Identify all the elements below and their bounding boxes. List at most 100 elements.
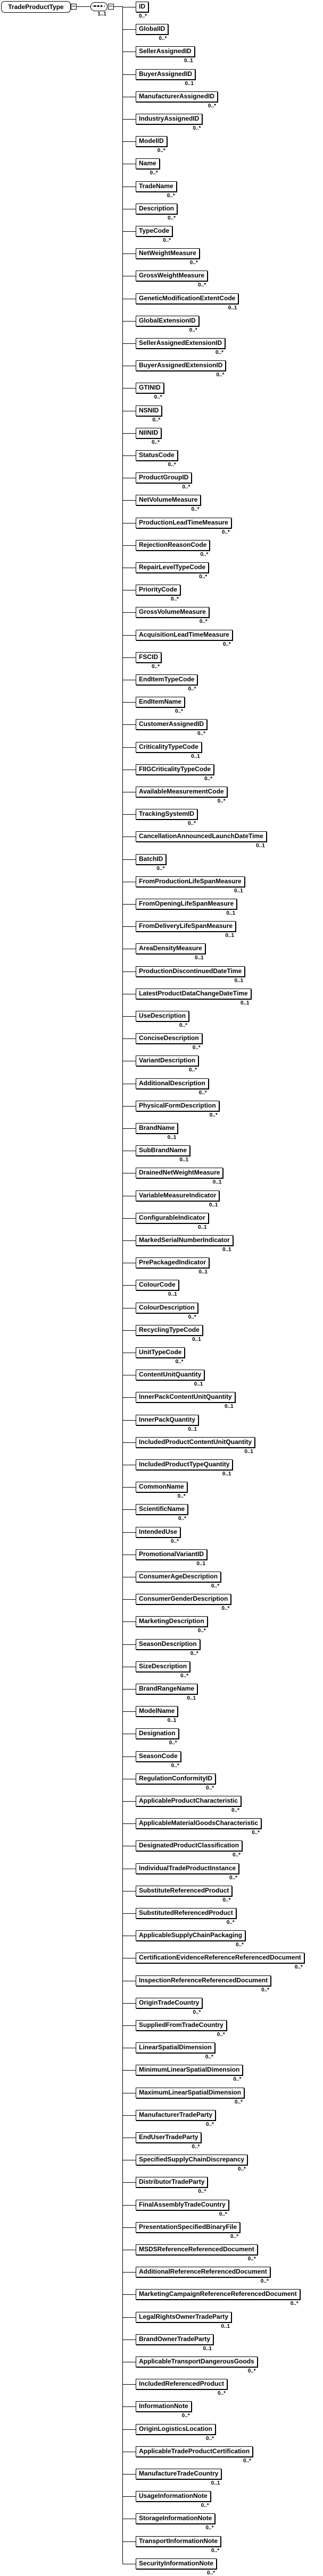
element-box[interactable]: RejectionReasonCode <box>136 540 210 551</box>
element-box[interactable]: GrossWeightMeasure <box>136 271 208 281</box>
element-box[interactable]: InspectionReferenceReferencedDocument <box>136 1975 271 1986</box>
sequence-icon[interactable] <box>90 2 107 11</box>
element-box[interactable]: FSCID <box>136 652 161 663</box>
element-box[interactable]: ApplicableProductCharacteristic <box>136 1796 242 1806</box>
element-box[interactable]: PresentationSpecifiedBinaryFile <box>136 2222 241 2233</box>
element-box[interactable]: SeasonCode <box>136 1751 181 1762</box>
root-type-box[interactable]: TradeProductType <box>1 1 71 13</box>
element-box[interactable]: SecurityInformationNote <box>136 2558 217 2569</box>
element-box[interactable]: UsageInformationNote <box>136 2491 211 2502</box>
element-box[interactable]: ManufacturerTradeParty <box>136 2110 216 2121</box>
element-box[interactable]: ManufactureTradeCountry <box>136 2469 222 2479</box>
element-box[interactable]: AcquisitionLeadTimeMeasure <box>136 630 233 640</box>
element-box[interactable]: MaximumLinearSpatialDimension <box>136 2088 245 2098</box>
element-box[interactable]: SizeDescription <box>136 1661 191 1672</box>
element-box[interactable]: SubstituteReferencedProduct <box>136 1886 233 1896</box>
element-box[interactable]: NetWeightMeasure <box>136 248 200 259</box>
element-box[interactable]: FIIGCriticalityTypeCode <box>136 764 214 775</box>
element-box[interactable]: MarketingCampaignReferenceReferencedDocu… <box>136 2289 300 2300</box>
element-box[interactable]: NIINID <box>136 428 161 438</box>
element-box[interactable]: AdditionalDescription <box>136 1078 209 1089</box>
element-box[interactable]: UnitTypeCode <box>136 1347 185 1358</box>
element-box[interactable]: Description <box>136 204 178 214</box>
element-box[interactable]: CriticalityTypeCode <box>136 742 202 753</box>
element-box[interactable]: MarkedSerialNumberIndicator <box>136 1235 233 1246</box>
element-box[interactable]: OriginLogisticsLocation <box>136 2424 216 2435</box>
element-box[interactable]: SeasonDescription <box>136 1639 200 1650</box>
element-box[interactable]: PhysicalFormDescription <box>136 1101 219 1111</box>
element-box[interactable]: Designation <box>136 1728 179 1739</box>
element-box[interactable]: SubBrandName <box>136 1145 191 1156</box>
element-box[interactable]: CancellationAnnouncedLaunchDateTime <box>136 831 267 842</box>
element-box[interactable]: ColourCode <box>136 1280 179 1290</box>
element-box[interactable]: AdditionalReferenceReferencedDocument <box>136 2267 270 2277</box>
element-box[interactable]: DrainedNetWeightMeasure <box>136 1168 223 1178</box>
element-box[interactable]: OriginTradeCountry <box>136 1998 203 2008</box>
element-box[interactable]: FromProductionLifeSpanMeasure <box>136 876 245 887</box>
element-box[interactable]: FinalAssemblyTradeCountry <box>136 2200 229 2210</box>
element-box[interactable]: ProductionDiscontinuedDateTime <box>136 966 245 977</box>
element-box[interactable]: ApplicableTransportDangerousGoods <box>136 2357 258 2367</box>
element-box[interactable]: RecyclingTypeCode <box>136 1325 203 1336</box>
element-box[interactable]: ConsumerGenderDescription <box>136 1594 231 1604</box>
element-box[interactable]: LatestProductDataChangeDateTime <box>136 989 251 999</box>
element-box[interactable]: MSDSReferenceReferencedDocument <box>136 2244 258 2255</box>
element-box[interactable]: NetVolumeMeasure <box>136 495 201 505</box>
element-box[interactable]: BrandRangeName <box>136 1684 198 1694</box>
element-box[interactable]: BrandOwnerTradeParty <box>136 2334 214 2345</box>
element-box[interactable]: FromDeliveryLifeSpanMeasure <box>136 921 236 932</box>
element-box[interactable]: ID <box>136 2 148 12</box>
element-box[interactable]: ConfigurableIndicator <box>136 1213 209 1223</box>
element-box[interactable]: VariantDescription <box>136 1055 199 1066</box>
element-box[interactable]: CertificationEvidenceReferenceReferenced… <box>136 1953 304 1963</box>
element-box[interactable]: GrossVolumeMeasure <box>136 607 209 618</box>
element-box[interactable]: SubstitutedReferencedProduct <box>136 1908 236 1919</box>
element-box[interactable]: ConciseDescription <box>136 1033 202 1044</box>
element-box[interactable]: VariableMeasureIndicator <box>136 1190 220 1201</box>
element-box[interactable]: SellerAssignedID <box>136 46 195 57</box>
element-box[interactable]: LinearSpatialDimension <box>136 2042 215 2053</box>
element-box[interactable]: ApplicableMaterialGoodsCharacteristic <box>136 1818 262 1829</box>
element-box[interactable]: MarketingDescription <box>136 1616 208 1627</box>
element-box[interactable]: StatusCode <box>136 450 178 461</box>
element-box[interactable]: IncludedProductTypeQuantity <box>136 1459 233 1470</box>
element-box[interactable]: CustomerAssignedID <box>136 719 208 730</box>
element-box[interactable]: DesignatedProductClassification <box>136 1840 243 1851</box>
element-box[interactable]: GlobalID <box>136 24 169 35</box>
element-box[interactable]: Name <box>136 158 160 169</box>
element-box[interactable]: TrackingSystemID <box>136 809 198 820</box>
element-box[interactable]: ApplicableTradeProductCertification <box>136 2446 253 2457</box>
element-box[interactable]: IncludedProductContentUnitQuantity <box>136 1437 255 1448</box>
element-box[interactable]: SuppliedFromTradeCountry <box>136 2020 227 2031</box>
element-box[interactable]: BuyerAssignedID <box>136 69 196 80</box>
element-box[interactable]: EndUserTradeParty <box>136 2132 202 2143</box>
element-box[interactable]: BatchID <box>136 854 167 865</box>
element-box[interactable]: InnerPackQuantity <box>136 1415 199 1425</box>
element-box[interactable]: ApplicableSupplyChainPackaging <box>136 1930 246 1941</box>
element-box[interactable]: InformationNote <box>136 2401 192 2412</box>
element-box[interactable]: TransportInformationNote <box>136 2536 221 2547</box>
element-box[interactable]: UseDescription <box>136 1011 189 1021</box>
element-box[interactable]: IncludedReferencedProduct <box>136 2379 228 2389</box>
element-box[interactable]: TradeName <box>136 181 177 192</box>
element-box[interactable]: ManufacturerAssignedID <box>136 91 218 102</box>
element-box[interactable]: ModelName <box>136 1706 178 1717</box>
element-box[interactable]: IntendedUse <box>136 1527 181 1538</box>
element-box[interactable]: SpecifiedSupplyChainDiscrepancy <box>136 2155 248 2165</box>
element-box[interactable]: PromotionalVariantID <box>136 1549 208 1560</box>
element-box[interactable]: RepairLevelTypeCode <box>136 562 209 573</box>
element-box[interactable]: DistributorTradeParty <box>136 2177 208 2188</box>
element-box[interactable]: InnerPackContentUnitQuantity <box>136 1392 235 1403</box>
element-box[interactable]: ContentUnitQuantity <box>136 1370 205 1380</box>
element-box[interactable]: AreaDensityMeasure <box>136 943 205 954</box>
element-box[interactable]: EndItemTypeCode <box>136 674 198 685</box>
element-box[interactable]: GlobalExtensionID <box>136 316 199 326</box>
element-box[interactable]: BuyerAssignedExtensionID <box>136 360 226 371</box>
element-box[interactable]: IndividualTradeProductInstance <box>136 1863 239 1874</box>
element-box[interactable]: IndustryAssignedID <box>136 114 203 124</box>
element-box[interactable]: LegalRightsOwnerTradeParty <box>136 2312 232 2322</box>
element-box[interactable]: MinimumLinearSpatialDimension <box>136 2065 243 2075</box>
element-box[interactable]: AvailableMeasurementCode <box>136 787 227 797</box>
element-box[interactable]: PrePackagedIndicator <box>136 1257 210 1268</box>
element-box[interactable]: GTINID <box>136 383 164 393</box>
